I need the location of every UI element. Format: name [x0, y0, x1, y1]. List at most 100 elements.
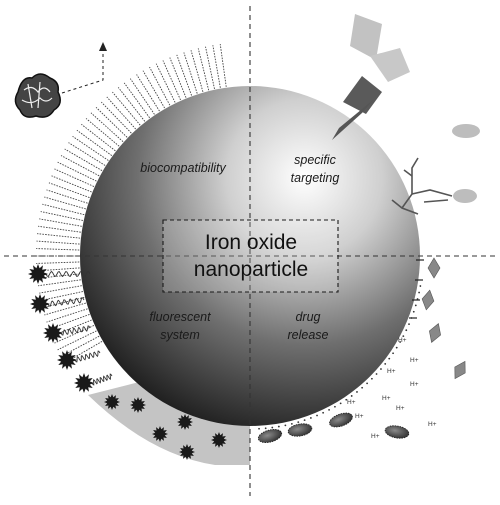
fluorescent-dye-group: [28, 264, 227, 460]
drug-diamond: [427, 257, 441, 279]
polymer-strand: [36, 267, 83, 272]
polymer-strand: [162, 60, 183, 103]
drug-diamond: [454, 360, 466, 380]
fluorescent-dye-star: [30, 294, 50, 314]
release-dot: [258, 427, 260, 430]
release-dot: [350, 395, 353, 397]
polymer-strand: [136, 74, 162, 114]
polymer-strand: [57, 329, 100, 351]
polymer-strand: [44, 301, 89, 316]
polymer-strand: [117, 87, 147, 124]
polymer-strand: [64, 339, 105, 364]
label-fluorescent: fluorescent: [149, 310, 211, 324]
polymer-strand: [81, 123, 118, 153]
polymer-strand: [51, 175, 95, 194]
polymer-strand: [40, 290, 86, 301]
proton-label: H+: [371, 433, 380, 440]
release-dot: [410, 317, 413, 319]
drug-diamond: [429, 323, 441, 343]
receptor: [452, 124, 480, 138]
release-dot: [371, 377, 373, 380]
polymer-strand: [176, 54, 193, 99]
polymer-strand: [68, 142, 108, 168]
fluorescent-dye-star: [43, 323, 63, 343]
polymer-strand: [205, 46, 216, 92]
fluorescent-shell-band: [88, 380, 250, 465]
release-dot: [405, 329, 408, 332]
polymer-strand: [129, 78, 157, 117]
arrow-head: [99, 42, 107, 51]
polymer-strand: [36, 248, 83, 251]
polymer-strand: [123, 82, 152, 121]
polymer-strand: [106, 96, 138, 132]
polymer-strand: [48, 313, 93, 330]
release-dot: [334, 405, 336, 408]
antibody-icon: [391, 157, 453, 215]
release-dot: [316, 414, 318, 417]
release-dot: [356, 391, 358, 393]
polymer-brush: [36, 44, 228, 364]
label-system: system: [160, 328, 200, 342]
polymer-strand: [90, 112, 126, 144]
release-dot: [414, 304, 417, 307]
release-dot: [388, 357, 391, 360]
release-dot: [290, 422, 293, 425]
release-dot: [322, 411, 325, 414]
polymer-strand: [48, 182, 93, 199]
polymer-strand: [112, 91, 143, 128]
polymer-strand: [40, 211, 86, 222]
polymer-strand: [183, 52, 199, 97]
label-release: release: [288, 328, 329, 342]
polymer-strand: [169, 57, 188, 101]
polymer-strand: [197, 48, 210, 94]
dye-linker: [47, 297, 85, 307]
fluorescent-dye-star: [152, 426, 168, 442]
proton-label: H+: [396, 405, 405, 412]
polymer-strand: [42, 296, 88, 309]
proton-label: H+: [382, 395, 391, 402]
release-dot: [297, 421, 300, 424]
proton-label: H+: [398, 337, 407, 344]
polymer-strand: [36, 261, 83, 264]
release-dot: [384, 363, 387, 365]
drug-diamond: [421, 289, 435, 311]
release-dot: [412, 310, 415, 313]
polymer-strand: [46, 307, 91, 323]
release-dot: [277, 425, 280, 428]
polymer-strand: [95, 107, 130, 140]
release-dot: [419, 285, 422, 287]
dye-linker: [74, 350, 101, 363]
protein-icon: [14, 73, 61, 118]
polymer-strand: [212, 45, 222, 91]
drug-diamond-group: [258, 257, 466, 430]
release-dot: [402, 335, 405, 338]
polymer-strand: [76, 129, 115, 158]
release-dot: [418, 291, 420, 294]
polymer-strand: [219, 44, 228, 90]
fluorescent-dye-star: [211, 432, 227, 448]
fluorescent-dye-star: [104, 394, 120, 410]
polymer-strand: [54, 168, 97, 189]
proton-label: H+: [410, 357, 419, 364]
receptor: [453, 189, 477, 203]
polymer-strand: [51, 318, 95, 337]
release-dot: [271, 426, 274, 429]
drug-capsule: [384, 425, 410, 439]
polymer-strand: [155, 63, 177, 106]
polymer-strand: [72, 135, 111, 163]
polymer-strand: [44, 196, 89, 211]
drug-capsule-group: [257, 412, 410, 443]
fluorescent-dye-star: [57, 350, 77, 370]
drug-capsule: [257, 429, 283, 443]
targeting-ligand: [332, 14, 410, 140]
center-label-line1: Iron oxide: [205, 231, 297, 254]
polymer-strand: [42, 203, 88, 216]
polymer-strand: [39, 218, 85, 228]
release-dot: [380, 368, 382, 370]
release-dot: [375, 373, 378, 375]
release-dot: [328, 408, 330, 411]
release-dot: [408, 323, 410, 326]
release-dot: [309, 417, 312, 419]
protein-dashed-arrow: [61, 50, 104, 94]
